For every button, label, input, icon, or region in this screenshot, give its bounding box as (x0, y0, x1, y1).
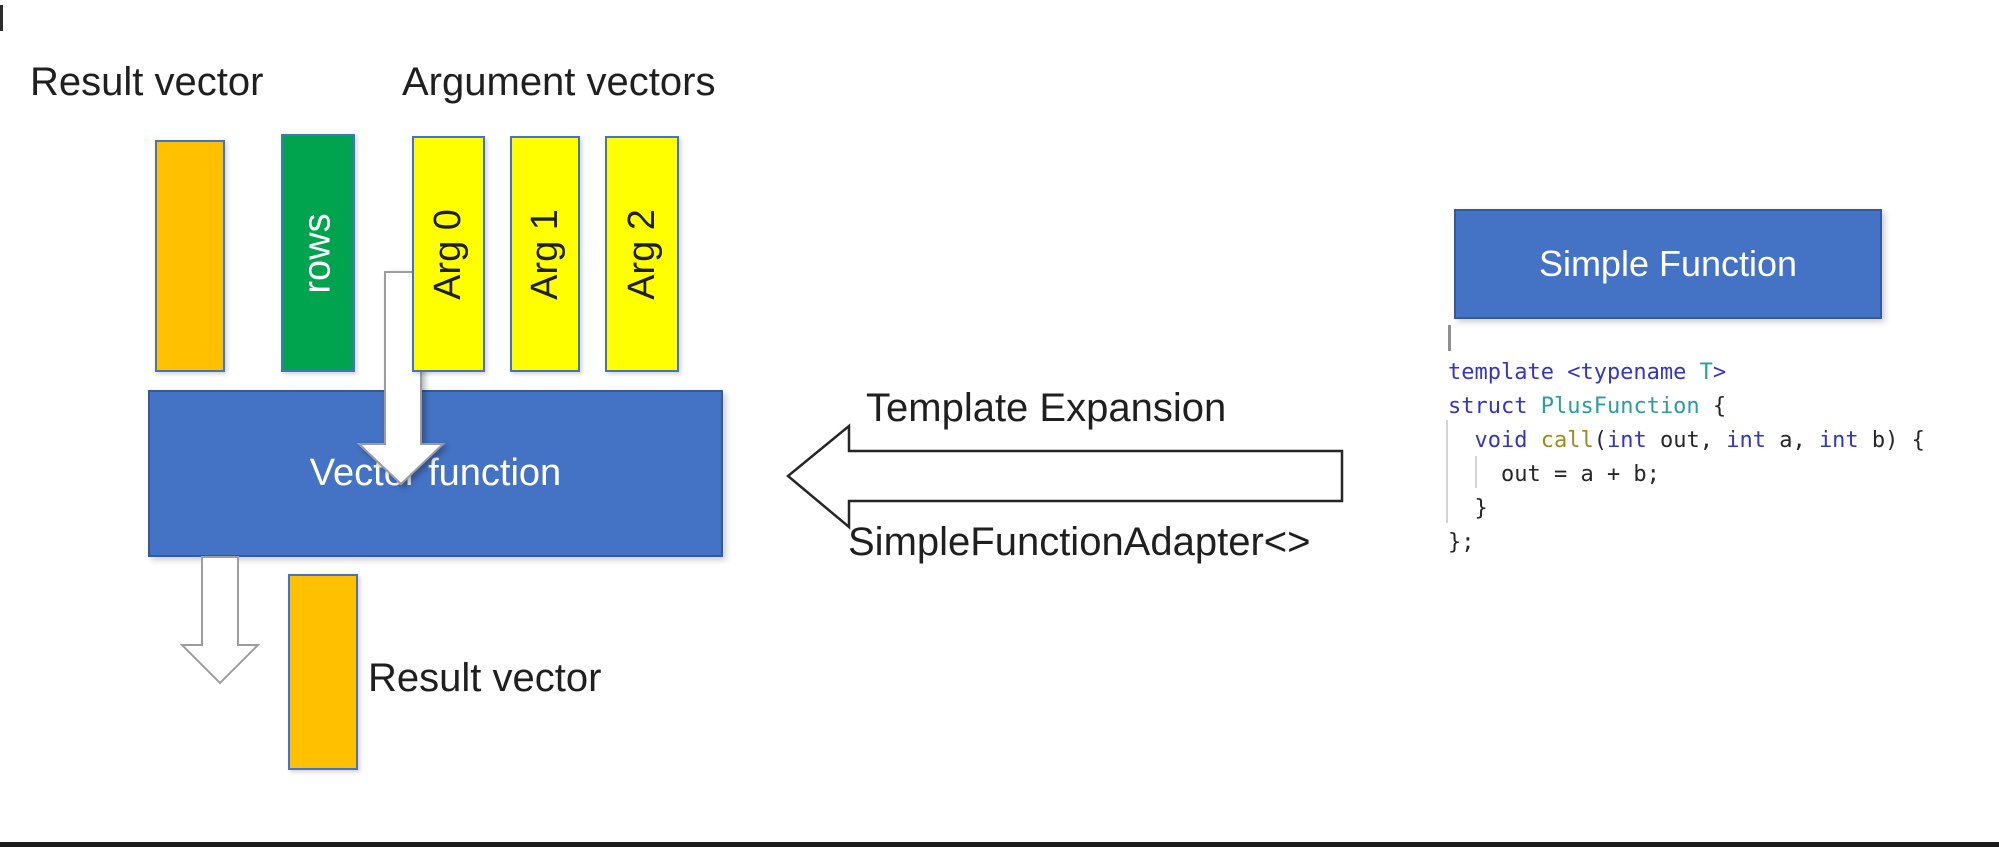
code-token (1448, 428, 1475, 453)
result-vector-top-label: Result vector (30, 60, 264, 104)
simple-function-box: Simple Function (1454, 209, 1882, 319)
indent-guide (1446, 420, 1448, 523)
left-edge-mark (0, 5, 3, 31)
code-token: } (1448, 496, 1488, 521)
code-token: T (1699, 360, 1713, 385)
arg2-bar-label: Arg 2 (620, 208, 663, 300)
code-token: struct (1448, 394, 1528, 419)
down-arrow-result-icon (179, 556, 261, 685)
code-token: > (1712, 360, 1727, 385)
arg2-bar: Arg 2 (605, 136, 679, 372)
rows-bar: rows (281, 134, 355, 372)
code-line: }; (1448, 526, 1925, 560)
arg0-bar: Arg 0 (412, 136, 485, 372)
code-token: out = a + b; (1448, 462, 1660, 487)
argument-vectors-label: Argument vectors (402, 60, 716, 104)
code-token: template <typename (1448, 360, 1700, 385)
text-cursor-icon (1448, 325, 1451, 351)
code-line: void call(int out, int a, int b) { (1448, 424, 1925, 458)
code-token (1527, 428, 1540, 453)
code-token: int (1818, 428, 1859, 453)
arg1-bar-label: Arg 1 (523, 208, 566, 300)
rows-bar-label: rows (296, 212, 339, 294)
code-token: b) { (1858, 428, 1925, 453)
bottom-border-line (0, 842, 1999, 847)
code-token: ( (1593, 428, 1607, 453)
code-line: out = a + b; (1448, 458, 1925, 492)
arg0-bar-label: Arg 0 (427, 208, 470, 300)
vector-function-label: Vector function (309, 452, 562, 494)
code-token: out, (1646, 428, 1727, 453)
code-token: void (1474, 428, 1528, 453)
code-token: }; (1448, 530, 1475, 555)
code-token: int (1606, 428, 1647, 453)
code-token: { (1699, 394, 1727, 419)
template-expansion-label: Template Expansion (866, 386, 1227, 430)
code-line: } (1448, 492, 1925, 526)
template-expansion-left-arrow-icon (786, 423, 1344, 530)
code-line (1448, 322, 1925, 356)
result-vector-bottom-label: Result vector (368, 656, 602, 700)
code-line: struct PlusFunction { (1448, 390, 1925, 424)
arg1-bar: Arg 1 (510, 136, 580, 372)
code-token: call (1540, 428, 1594, 453)
code-token: int (1726, 428, 1766, 453)
vector-function-box: Vector function (148, 390, 723, 557)
code-line: template <typename T> (1448, 356, 1925, 390)
code-token: PlusFunction (1540, 394, 1700, 419)
result-vector-output-bar (288, 574, 358, 770)
code-block: template <typename T>struct PlusFunction… (1448, 322, 1925, 560)
indent-guide (1475, 456, 1477, 488)
simple-function-label: Simple Function (1538, 243, 1798, 284)
result-vector-bar (155, 140, 225, 372)
simple-function-adapter-label: SimpleFunctionAdapter<> (848, 520, 1311, 564)
code-token (1527, 394, 1540, 419)
code-token: a, (1765, 428, 1819, 453)
